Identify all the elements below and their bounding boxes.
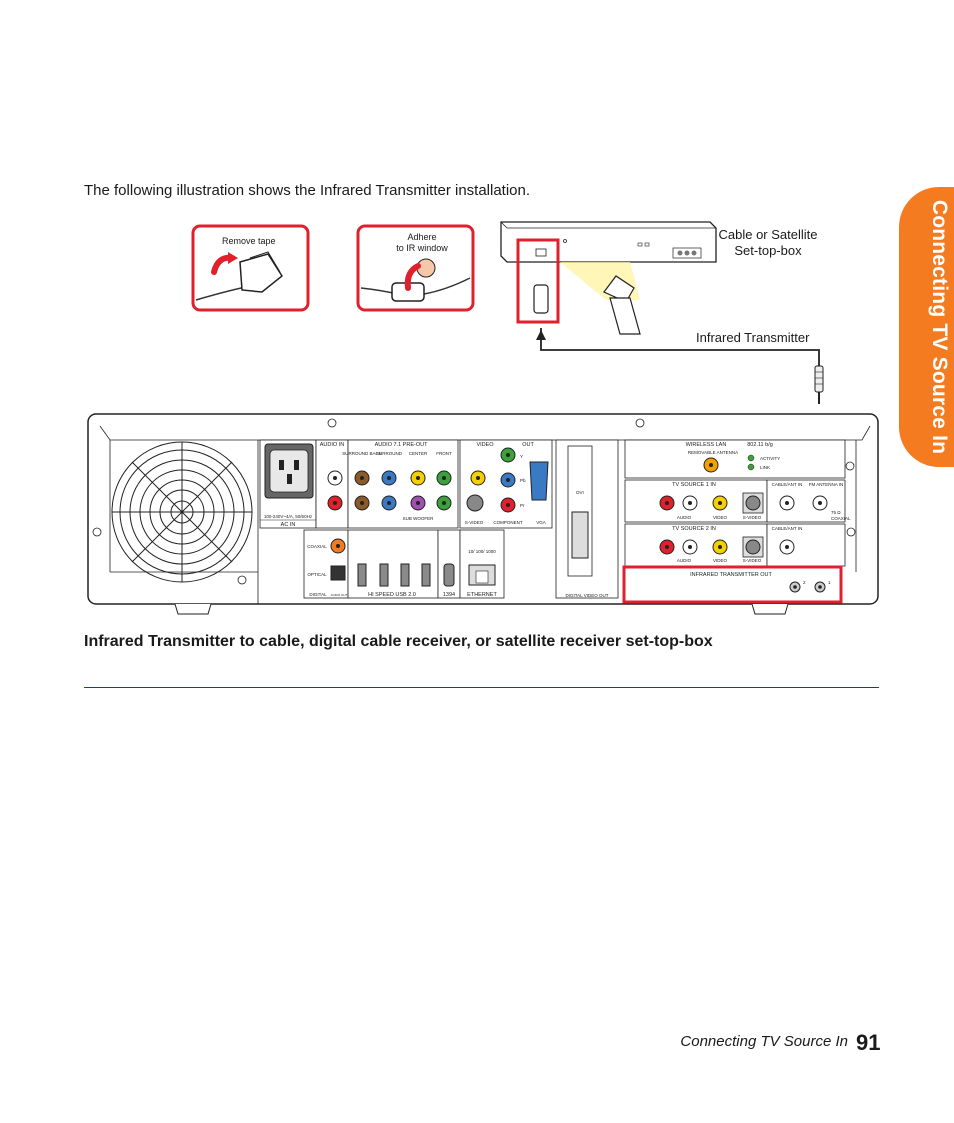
set-top-box [500,221,717,263]
figure-caption: Infrared Transmitter to cable, digital c… [84,633,713,650]
surround-back-label: SURROUND BACK [342,451,382,456]
tv-source-2-label: TV SOURCE 2 IN [672,526,716,532]
ethernet-section [459,529,505,599]
coaxial-small-label: COAXIAL [831,516,851,521]
surround-label: SURROUND [376,451,403,456]
audio-71-label: AUDIO 7.1 PRE-OUT [375,442,429,448]
adhere-arrow-icon [404,263,421,291]
sub-woofer-label: SUB WOOFER [403,516,435,521]
y-label: Y [520,454,523,459]
intro-paragraph: The following illustration shows the Inf… [84,182,531,199]
pb-label: Pb [520,478,526,483]
ir-out-highlight [622,565,843,604]
vga-port-icon [529,461,549,501]
ethernet-label: ETHERNET [467,592,497,598]
front-label: FRONT [436,451,452,456]
svideo-label: S-VIDEO [465,520,484,525]
step2-label-line1: Adhere [407,232,437,242]
optical-label: OPTICAL [307,572,327,577]
svideo-port-icon [466,494,484,512]
video-label: VIDEO [476,442,494,448]
ac-in-label: AC IN [281,522,296,528]
transmitter-icon [239,253,283,293]
link-label: LINK [760,465,770,470]
fm-antenna-label: FM ANTENNA IN [809,482,844,487]
section-tab: Connecting TV Source In [899,187,954,467]
ohm-label: 75 Ω [831,510,841,515]
out-label: OUT [522,442,534,448]
digital-label: DIGITAL [309,592,327,597]
usb-label: HI SPEED USB 2.0 [368,592,416,598]
tv2-svideo-label: S-VIDEO [743,558,762,563]
voltage-label: 100-240V~4/A, 50/60Hz [264,514,313,519]
footer-section-title: Connecting TV Source In [680,1033,848,1050]
dvi-port-icon [571,511,589,559]
stb-label-line1: Cable or Satellite [718,227,818,242]
audio-out-label: AUDIO OUT [331,593,348,597]
ir-out-label: INFRARED TRANSMITTER OUT [690,572,772,578]
ethernet-speed-label: 10/ 100/ 1000 [468,549,496,554]
page-number: 91 [856,1030,881,1055]
tv1-svideo-label: S-VIDEO [743,515,762,520]
tv1-cable-ant-label: CABLE/ANT IN [772,482,803,487]
wireless-label: WIRELESS LAN [686,442,727,448]
dvi-label: DVI [576,490,584,495]
tv2-audio-label: AUDIO [677,558,692,563]
ir-plug-icon [814,365,824,393]
ir-transmitter-label: Infrared Transmitter [696,330,810,345]
pr-label: Pr [520,503,525,508]
wireless-section [624,439,846,479]
ir-port-2-label: 2 [803,580,806,585]
ir-window-highlight [516,238,560,324]
tv1-audio-label: AUDIO [677,515,692,520]
tv2-video-label: VIDEO [713,558,728,563]
firewire-label: 1394 [443,592,455,598]
ir-out-section [624,567,842,602]
center-label: CENTER [409,451,428,456]
coaxial-label: COAXIAL [307,544,327,549]
vga-label: VGA [536,520,546,525]
stb-label-line2: Set-top-box [734,243,802,258]
section-divider [84,687,879,688]
activity-label: ACTIVITY [760,456,780,461]
tv-source-1-label: TV SOURCE 1 IN [672,482,716,488]
ir-port-1-label: 1 [828,580,831,585]
mounted-transmitter-icon [533,284,549,314]
step2-label-line2: to IR window [396,243,448,253]
audio-in-label: AUDIO IN [320,442,344,448]
antenna-label: REMOVABLE ANTENNA [688,450,738,455]
wifi-standard-label: 802.11 b/g [747,442,773,448]
tv2-cable-ant-label: CABLE/ANT IN [772,526,803,531]
component-label: COMPONENT [493,520,523,525]
tv1-video-label: VIDEO [713,515,728,520]
step1-label: Remove tape [222,236,276,246]
fan-grille [111,441,253,583]
digital-video-out-label: DIGITAL VIDEO OUT [565,593,608,598]
